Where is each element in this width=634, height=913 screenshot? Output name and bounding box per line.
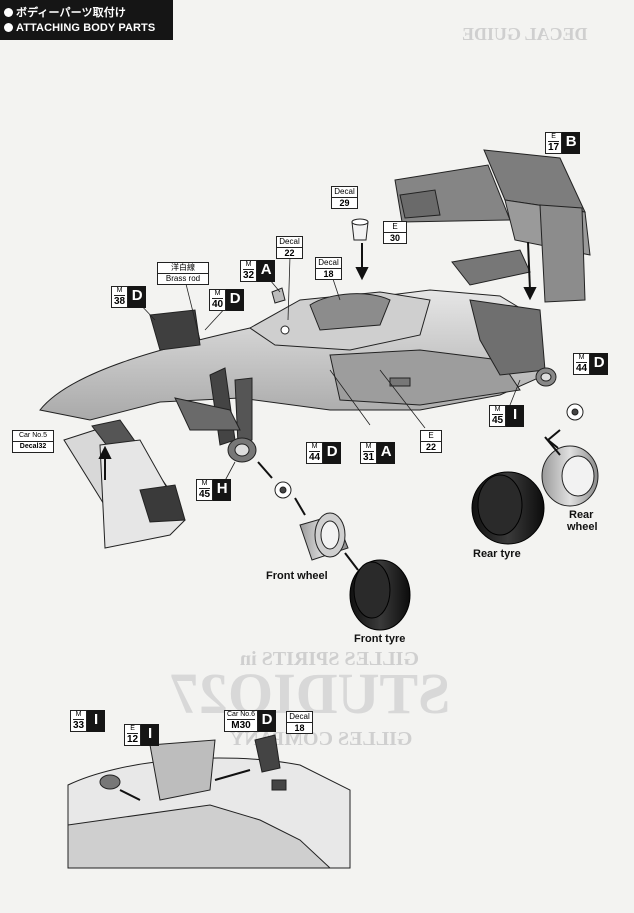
front-wheel-rim — [299, 512, 349, 561]
callout-decal-29: Decal 29 — [331, 186, 358, 209]
rear-wheel-rim — [541, 445, 599, 507]
bullet-icon — [4, 23, 13, 32]
front-nut — [274, 481, 292, 499]
assembly-arrows — [98, 241, 561, 571]
rear-wheel-label-line1: Rear — [569, 509, 594, 521]
header-title-en: ATTACHING BODY PARTS — [16, 22, 156, 34]
rear-tyre — [471, 471, 545, 545]
callout-decal-18: Decal 18 — [315, 257, 342, 280]
front-wheel-label: Front wheel — [266, 570, 328, 582]
bullet-icon — [4, 8, 13, 17]
front-upright — [227, 437, 257, 463]
rear-nut — [566, 403, 584, 421]
rear-tyre-label: Rear tyre — [473, 548, 521, 560]
callout-car-no5: Car No.5 Decal32 — [12, 430, 54, 453]
front-assembly — [63, 367, 253, 549]
rear-wheel-label-line2: wheel — [567, 521, 598, 533]
detail-inset — [67, 734, 351, 869]
callout-decal-18-inset: Decal 18 — [286, 711, 313, 734]
section-header: ボディーパーツ取付け ATTACHING BODY PARTS — [0, 0, 173, 40]
front-tyre — [349, 559, 411, 631]
callout-e22: E 22 — [420, 430, 442, 453]
front-tyre-label: Front tyre — [354, 633, 406, 645]
rear-upright — [535, 367, 557, 387]
rear-wing — [394, 149, 591, 303]
callout-e30: E 30 — [383, 221, 407, 244]
car-body — [39, 289, 546, 421]
callout-brass-rod: 洋白線 Brass rod — [157, 262, 209, 285]
header-title-jp: ボディーパーツ取付け — [16, 7, 126, 19]
small-parts — [271, 218, 369, 335]
callout-decal-22: Decal 22 — [276, 236, 303, 259]
